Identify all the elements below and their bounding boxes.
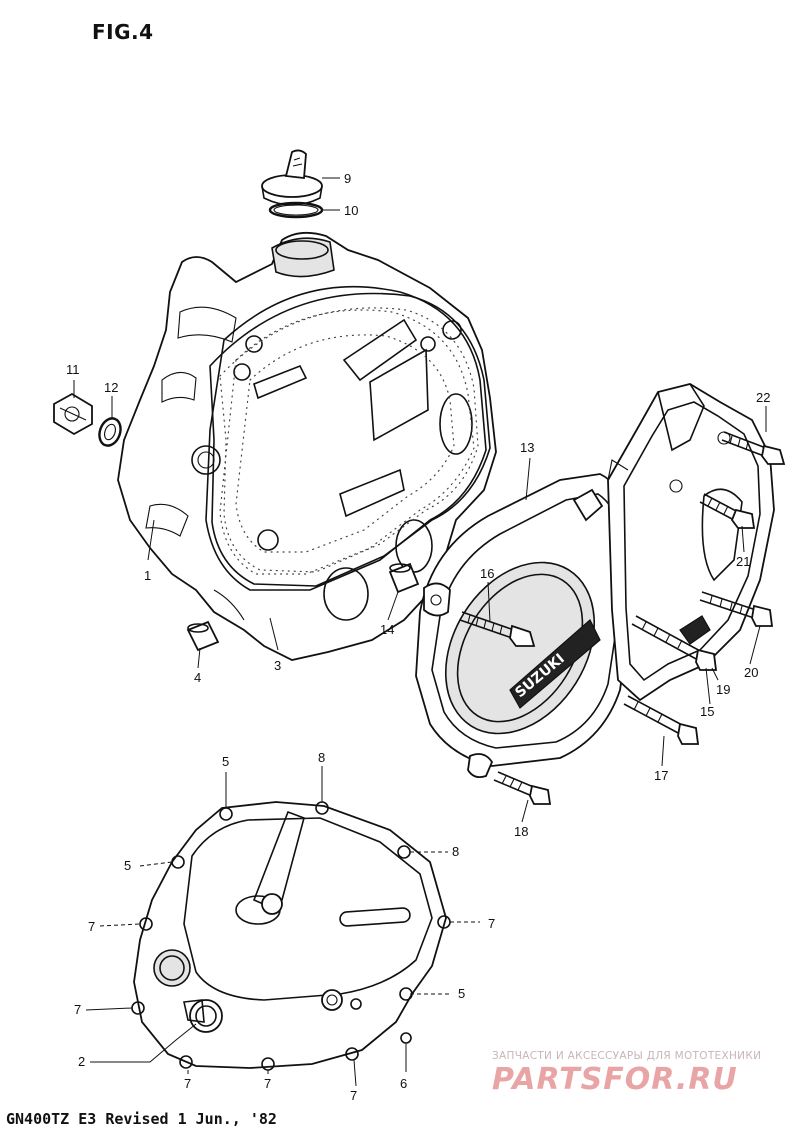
bolt-18 (493, 771, 552, 805)
generator-cover: SUZUKI (415, 473, 633, 779)
callout-16: 16 (480, 566, 494, 581)
sprocket-cover (607, 383, 775, 702)
callout-15: 15 (700, 704, 714, 719)
callout-7-left-upper: 7 (88, 919, 95, 934)
oil-filler-cap (261, 149, 323, 206)
bolt-15 (631, 615, 718, 671)
cover-gasket (209, 292, 491, 587)
callout-8-right: 8 (452, 844, 459, 859)
callout-20: 20 (744, 665, 758, 680)
callout-7-right: 7 (488, 916, 495, 931)
crankcase-cover (117, 231, 497, 661)
callout-18: 18 (514, 824, 528, 839)
watermark-caption: ЗАПЧАСТИ И АКСЕССУАРЫ ДЛЯ МОТОТЕХНИКИ (492, 1050, 762, 1062)
callout-21: 21 (736, 554, 750, 569)
callout-17: 17 (654, 768, 668, 783)
callout-7-bottom-left: 7 (184, 1076, 191, 1091)
dowel-pin-4 (186, 620, 220, 652)
callout-4: 4 (194, 670, 201, 685)
callout-9: 9 (344, 171, 351, 186)
bolt-17 (623, 695, 700, 745)
bolt-20 (699, 591, 774, 627)
callout-3: 3 (274, 658, 281, 673)
callout-12: 12 (104, 380, 118, 395)
callout-7-bottom-mid: 7 (264, 1076, 271, 1091)
oil-drain-plug (53, 392, 93, 436)
callout-11: 11 (66, 362, 80, 377)
bolt-22 (721, 431, 786, 465)
filler-cap-o-ring (268, 201, 324, 219)
callout-14: 14 (380, 622, 394, 637)
callout-10: 10 (344, 203, 358, 218)
callout-7-bottom-right: 7 (350, 1088, 357, 1103)
leader-lines (73, 177, 767, 1087)
callout-5-right: 5 (458, 986, 465, 1001)
drain-plug-washer (98, 417, 122, 447)
callout-5-top: 5 (222, 754, 229, 769)
clutch-cover (131, 801, 451, 1071)
bolt-16 (459, 611, 536, 647)
callout-1: 1 (144, 568, 151, 583)
callout-6: 6 (400, 1076, 407, 1091)
callout-5-left: 5 (124, 858, 131, 873)
callout-8-top: 8 (318, 750, 325, 765)
callout-19: 19 (716, 682, 730, 697)
callout-2: 2 (78, 1054, 85, 1069)
bolt-21 (699, 493, 756, 529)
callout-22: 22 (756, 390, 770, 405)
figure-title: FIG.4 (92, 20, 154, 44)
figure-footer: GN400TZ E3 Revised 1 Jun., '82 (6, 1110, 277, 1128)
callout-7-left-lower: 7 (74, 1002, 81, 1017)
watermark-logo: PARTSFOR.RU (492, 1062, 738, 1097)
dowel-pin-14 (388, 562, 420, 594)
callout-labels: 9 10 11 12 1 4 3 14 13 16 22 21 20 19 15… (66, 171, 770, 1103)
callout-13: 13 (520, 440, 534, 455)
